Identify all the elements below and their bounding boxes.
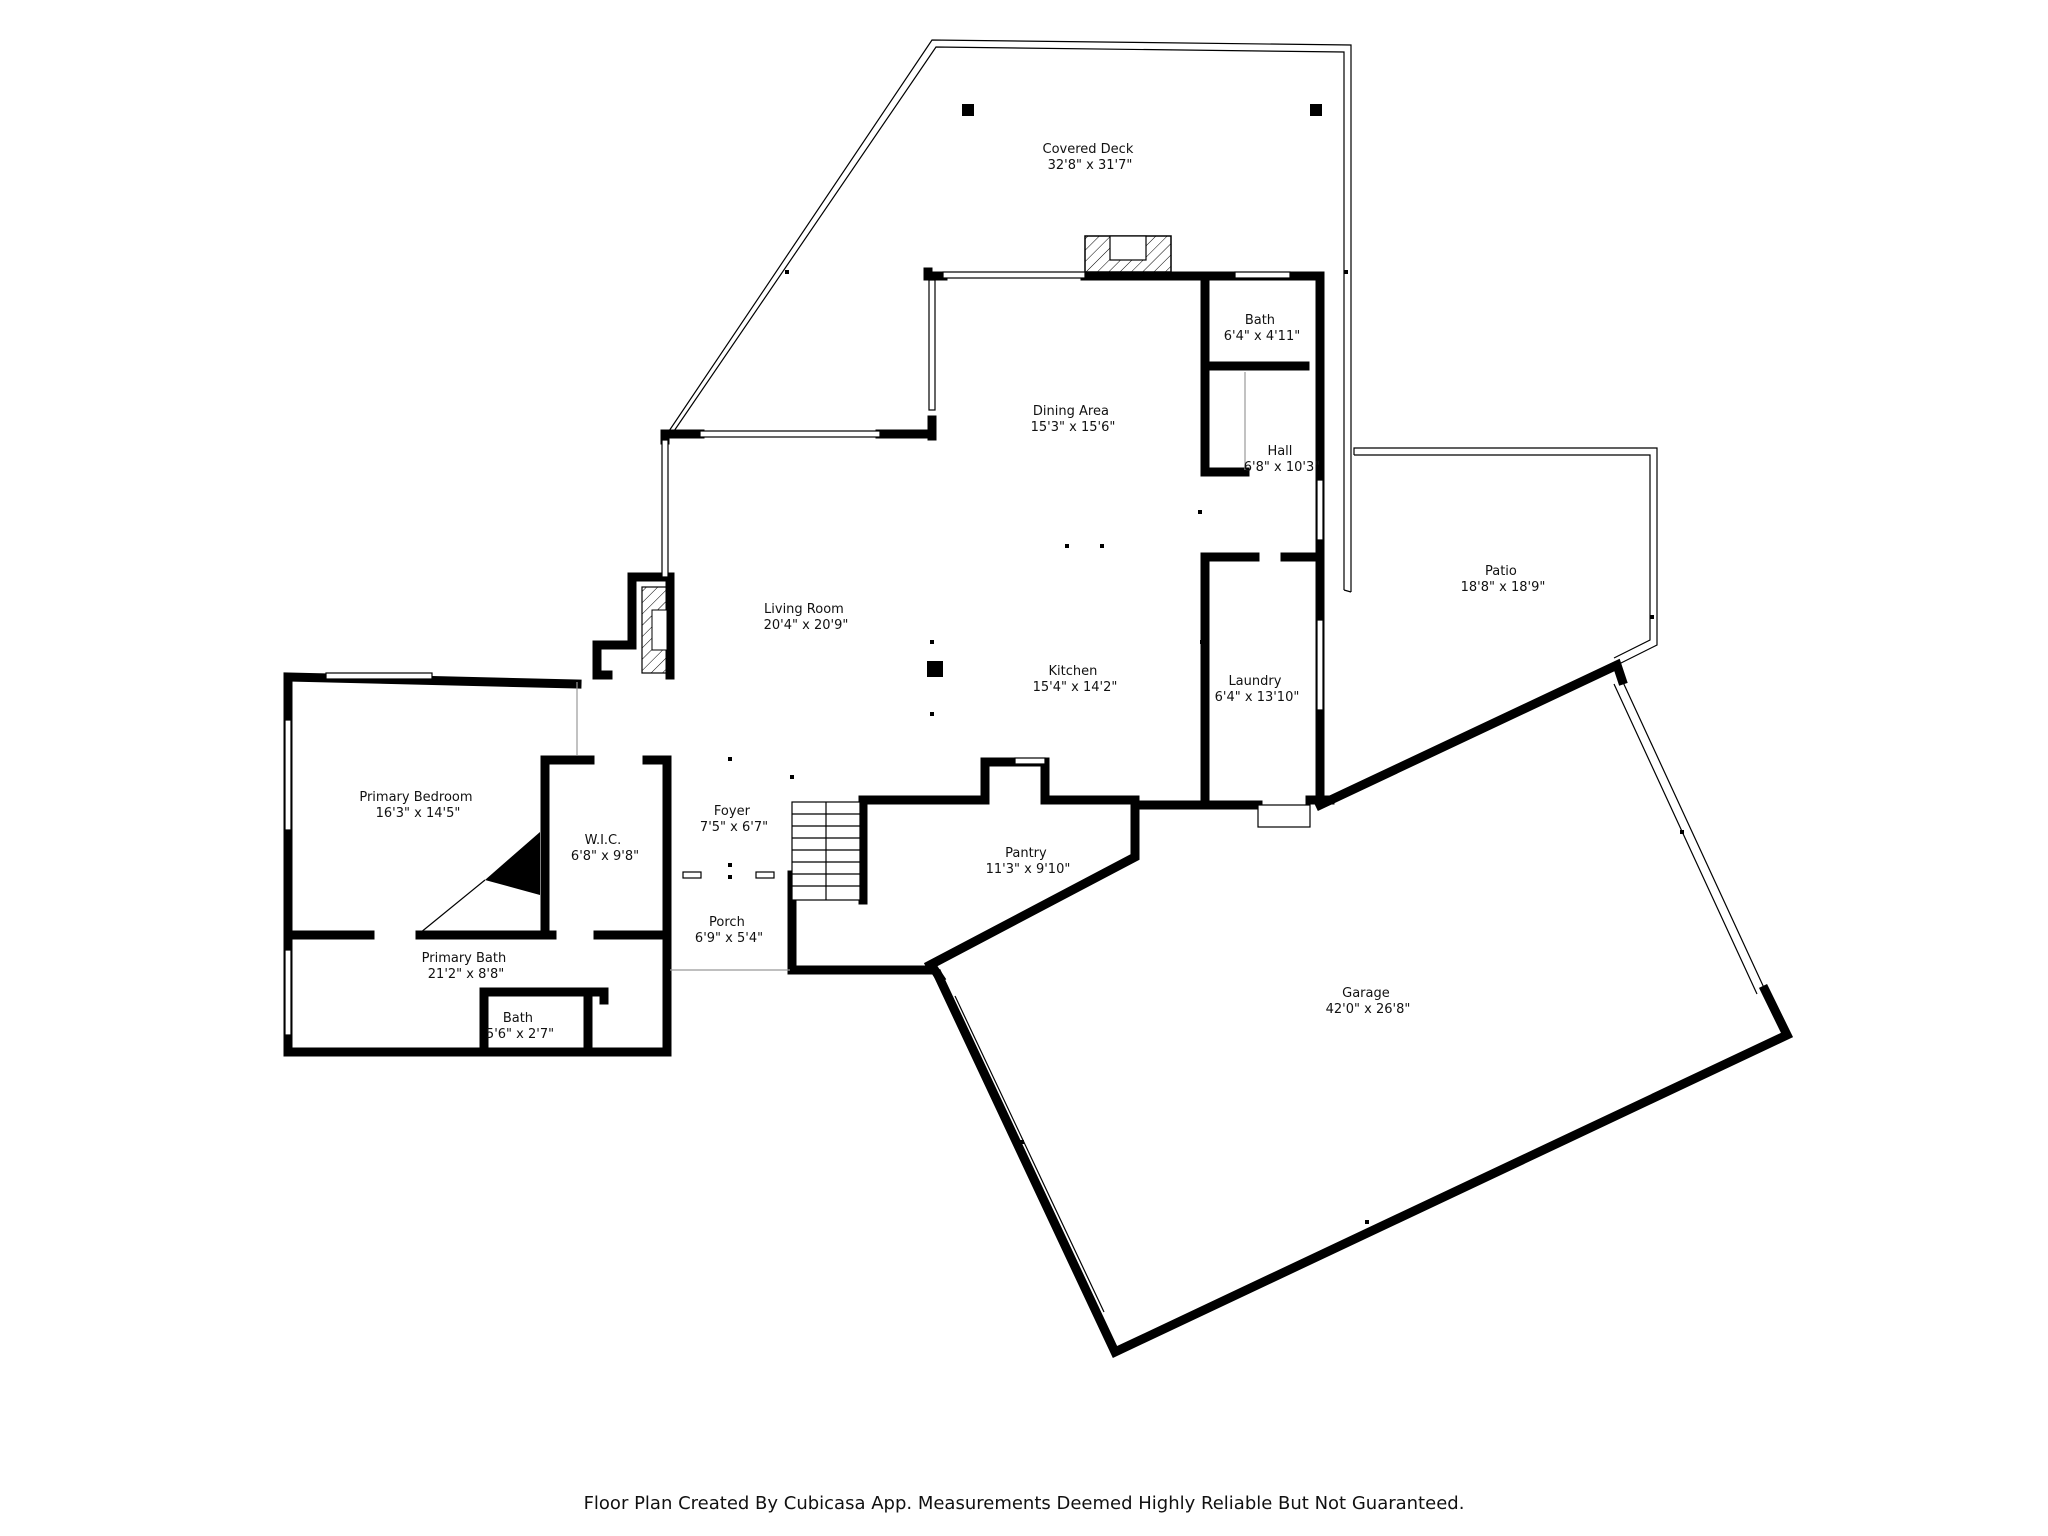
svg-text:Bath 6'4" x 4'11": Bath 6'4" x 4'11" bbox=[1224, 313, 1300, 344]
bedroom-closet-wedge bbox=[485, 832, 540, 895]
svg-text:Dining Area 15'3" x 15'6: Dining Area 15'3" x 15'6" bbox=[1031, 404, 1116, 435]
covered-deck-outline bbox=[664, 39, 1352, 593]
svg-text:Living Room 20'4" x 20'9: Living Room 20'4" x 20'9" bbox=[764, 602, 849, 633]
footer-disclaimer: Floor Plan Created By Cubicasa App. Meas… bbox=[583, 1493, 1465, 1514]
room-dims-bath-2: 5'6" x 2'7" bbox=[486, 1027, 554, 1042]
room-name-kitchen: Kitchen bbox=[1049, 664, 1098, 679]
room-name-patio: Patio bbox=[1485, 564, 1517, 579]
room-dims-hall: 6'8" x 10'3" bbox=[1244, 460, 1320, 475]
room-name-laundry: Laundry bbox=[1228, 674, 1281, 689]
garage-openings bbox=[946, 679, 1766, 1317]
svg-text:Bath 5'6" x 2'7": Bath 5'6" x 2'7" bbox=[486, 1011, 554, 1042]
svg-text:Garage 42'0" x 26'8": Garage 42'0" x 26'8" bbox=[1326, 986, 1411, 1017]
room-dims-pantry: 11'3" x 9'10" bbox=[986, 862, 1071, 877]
room-name-pantry: Pantry bbox=[1005, 846, 1047, 861]
svg-text:Porch 6'9" x 5'4": Porch 6'9" x 5'4" bbox=[695, 915, 763, 946]
room-name-porch: Porch bbox=[709, 915, 745, 930]
room-dims-dining-area: 15'3" x 15'6" bbox=[1031, 420, 1116, 435]
room-dims-porch: 6'9" x 5'4" bbox=[695, 931, 763, 946]
interior-walls bbox=[283, 271, 1325, 1057]
windows bbox=[284, 271, 1324, 1036]
svg-text:Covered Deck 32'8" x 31': Covered Deck 32'8" x 31'7" bbox=[1043, 142, 1138, 173]
svg-text:Laundry 6'4" x 13'10": Laundry 6'4" x 13'10" bbox=[1215, 674, 1300, 705]
room-dims-patio: 18'8" x 18'9" bbox=[1461, 580, 1546, 595]
room-name-primary-bedroom: Primary Bedroom bbox=[359, 790, 472, 805]
room-name-wic: W.I.C. bbox=[585, 833, 622, 848]
post-marker bbox=[962, 104, 974, 116]
stairs bbox=[791, 801, 861, 901]
room-dims-kitchen: 15'4" x 14'2" bbox=[1033, 680, 1118, 695]
svg-text:Pantry 11'3" x 9'10": Pantry 11'3" x 9'10" bbox=[986, 846, 1071, 877]
room-name-foyer: Foyer bbox=[714, 804, 751, 819]
room-dims-primary-bath: 21'2" x 8'8" bbox=[428, 967, 504, 982]
room-dims-wic: 6'8" x 9'8" bbox=[571, 849, 639, 864]
openings bbox=[576, 372, 1246, 971]
svg-text:Kitchen 15'4" x 14'2": Kitchen 15'4" x 14'2" bbox=[1033, 664, 1118, 695]
room-dims-garage: 42'0" x 26'8" bbox=[1326, 1002, 1411, 1017]
room-name-primary-bath: Primary Bath bbox=[422, 951, 507, 966]
svg-text:Patio 18'8" x 18'9": Patio 18'8" x 18'9" bbox=[1461, 564, 1546, 595]
svg-text:Foyer 7'5" x 6'7": Foyer 7'5" x 6'7" bbox=[700, 804, 768, 835]
room-dims-covered-deck: 32'8" x 31'7" bbox=[1048, 158, 1133, 173]
room-name-bath: Bath bbox=[1245, 313, 1275, 328]
svg-text:Hall 6'8" x 10'3": Hall 6'8" x 10'3" bbox=[1244, 444, 1320, 475]
room-name-living-room: Living Room bbox=[764, 602, 844, 617]
room-name-hall: Hall bbox=[1267, 444, 1292, 459]
room-labels: Covered Deck 32'8" x 31'7" Bath 6'4" x 4… bbox=[359, 142, 1545, 1042]
room-dims-laundry: 6'4" x 13'10" bbox=[1215, 690, 1300, 705]
room-name-garage: Garage bbox=[1342, 986, 1390, 1001]
column bbox=[927, 661, 943, 677]
room-name-dining-area: Dining Area bbox=[1033, 404, 1109, 419]
room-dims-living-room: 20'4" x 20'9" bbox=[764, 618, 849, 633]
room-name-covered-deck: Covered Deck bbox=[1043, 142, 1134, 157]
room-dims-bath: 6'4" x 4'11" bbox=[1224, 329, 1300, 344]
post-marker bbox=[1310, 104, 1322, 116]
svg-text:Primary Bath 21'2" x 8'8: Primary Bath 21'2" x 8'8" bbox=[422, 951, 511, 982]
room-dims-foyer: 7'5" x 6'7" bbox=[700, 820, 768, 835]
door-markers bbox=[728, 270, 1684, 1224]
patio-outline bbox=[1353, 447, 1658, 666]
chimney bbox=[1084, 235, 1172, 273]
svg-text:W.I.C. 6'8" x 9'8": W.I.C. 6'8" x 9'8" bbox=[571, 833, 639, 864]
room-name-bath-2: Bath bbox=[503, 1011, 533, 1026]
room-dims-primary-bedroom: 16'3" x 14'5" bbox=[376, 806, 461, 821]
svg-text:Primary Bedroom 16'3" x: Primary Bedroom 16'3" x 14'5" bbox=[359, 790, 476, 821]
